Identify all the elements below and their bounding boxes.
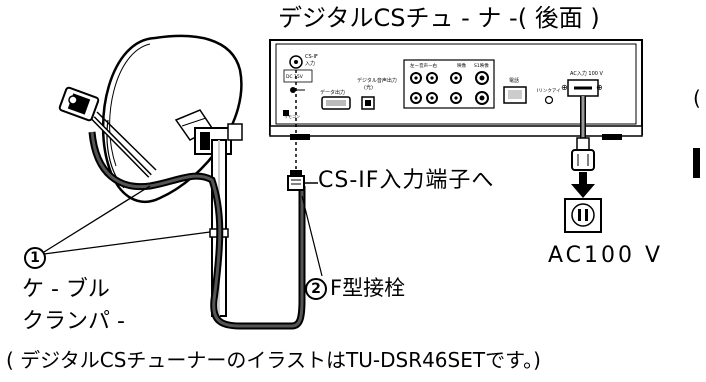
- ac-plug: [571, 149, 595, 171]
- marker-2: 2: [305, 278, 327, 300]
- callout-1-leaders: [43, 185, 211, 255]
- svg-text:左ー音声ー右: 左ー音声ー右: [410, 62, 437, 69]
- svg-text:入力: 入力: [305, 60, 315, 67]
- cable-clamp-label-line2: クランパ -: [22, 309, 125, 334]
- caption: ( デジタルCSチューナーのイラストはTU-DSR46SETです。): [6, 348, 541, 372]
- ac-in-label: AC入力 100 V: [570, 70, 604, 77]
- tuner-foot-right: [602, 134, 622, 140]
- dc-label: DC 15V: [286, 74, 304, 80]
- svg-text:(光): (光): [364, 84, 373, 91]
- digital-audio-label: デジタル音声出力: [357, 77, 397, 84]
- f-connector-label: F型接栓: [330, 276, 406, 300]
- svg-text:リモコン: リモコン: [284, 114, 300, 119]
- data-out-label: データ出力: [320, 89, 345, 96]
- ac-outlet-label: AC100 V: [548, 243, 664, 268]
- edge-bar: [693, 148, 700, 178]
- ac-cord: [571, 96, 595, 171]
- svg-text:S1映像: S1映像: [474, 62, 489, 69]
- svg-text:映像: 映像: [457, 62, 466, 69]
- f-connector: [287, 70, 323, 277]
- svg-text:Iリンクアイ: Iリンクアイ: [537, 88, 561, 94]
- coax-cable: [88, 131, 306, 330]
- phone-label: 電話: [509, 77, 519, 84]
- svg-text:⊕: ⊕: [561, 83, 568, 92]
- tuner-foot-left: [290, 134, 310, 140]
- cable-clamp-label-line1: ケ - ブル: [22, 277, 110, 302]
- edge-paren: (: [693, 86, 701, 110]
- csif-terminal-label: CS-IF入力端子へ: [318, 168, 495, 193]
- csif-port-label: CS-IF: [305, 54, 318, 60]
- wall-outlet: [564, 198, 602, 233]
- lnb-converter: [58, 86, 100, 122]
- plug-arrow: [571, 172, 595, 198]
- svg-text:⊕: ⊕: [596, 83, 603, 92]
- tuner-rear-panel: CS-IF 入力 DC 15V リモコン データ出力 デジタル音声出力 (光) …: [269, 39, 643, 140]
- marker-1: 1: [24, 247, 46, 269]
- tuner-title: デジタルCSチュ - ナ -( 後面 ): [278, 4, 600, 32]
